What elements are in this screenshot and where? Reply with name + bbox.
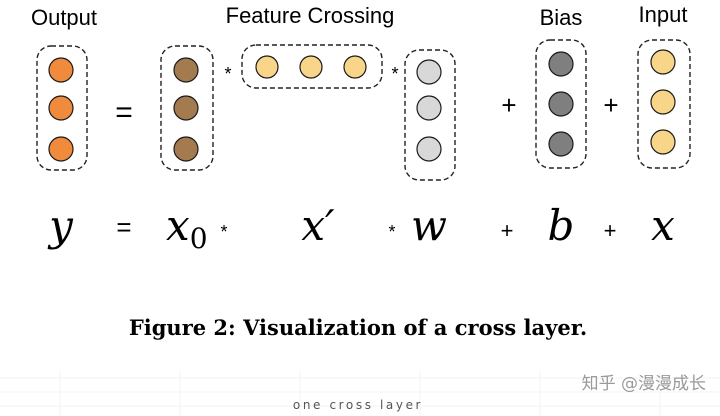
x0-node xyxy=(173,136,199,162)
output-node xyxy=(48,57,74,83)
x0-node xyxy=(173,95,199,121)
w-node xyxy=(416,136,442,162)
equation-y: y xyxy=(47,201,74,250)
equation-times: * xyxy=(388,222,395,242)
feature-crossing-header: Feature Crossing xyxy=(226,3,395,28)
output-node xyxy=(48,136,74,162)
equation-x-prime: x′ xyxy=(301,201,335,250)
output-header: Output xyxy=(31,5,97,30)
equation-b: b xyxy=(548,201,575,250)
x-prime-dashed-box xyxy=(241,44,383,89)
output-vector xyxy=(36,45,88,171)
x0-vector xyxy=(160,45,214,171)
bias-node xyxy=(548,91,574,117)
x-prime-node xyxy=(299,55,323,79)
output-node xyxy=(48,95,74,121)
bias-dashed-box xyxy=(535,39,587,169)
w-node xyxy=(416,95,442,121)
input-vector xyxy=(637,39,691,169)
x0-dashed-box xyxy=(160,45,214,171)
x0-node xyxy=(173,57,199,83)
plus-operator: + xyxy=(603,90,618,120)
x-prime-node xyxy=(255,55,279,79)
zhihu-watermark: 知乎 @漫漫成长 xyxy=(582,374,706,394)
w-dashed-box xyxy=(404,49,456,181)
bias-node xyxy=(548,51,574,77)
input-node xyxy=(650,129,676,155)
equation-x0: x0 xyxy=(166,201,208,255)
bias-header: Bias xyxy=(540,5,583,30)
footer-label: one cross layer xyxy=(293,398,423,412)
equation-x: x xyxy=(651,201,675,250)
input-header: Input xyxy=(639,2,688,27)
equation-plus: + xyxy=(501,218,514,243)
input-node xyxy=(650,89,676,115)
output-dashed-box xyxy=(36,45,88,171)
input-dashed-box xyxy=(637,39,691,169)
times-operator: * xyxy=(391,64,398,84)
w-vector xyxy=(404,49,456,181)
plus-operator: + xyxy=(501,90,516,120)
w-node xyxy=(416,59,442,85)
equation-plus: + xyxy=(604,218,617,243)
figure-caption: Figure 2: Visualization of a cross layer… xyxy=(129,315,587,340)
x-prime-vector xyxy=(241,44,383,89)
bias-node xyxy=(548,131,574,157)
bias-vector xyxy=(535,39,587,169)
equation-equals: = xyxy=(116,212,131,242)
background-grid xyxy=(0,372,720,416)
x-prime-node xyxy=(343,55,367,79)
equation-w: w xyxy=(411,201,447,250)
x0-subscript: 0 xyxy=(190,222,208,255)
equals-operator: = xyxy=(115,96,133,129)
equation-times: * xyxy=(220,222,227,242)
times-operator: * xyxy=(224,64,231,84)
input-node xyxy=(650,49,676,75)
x0-base: x xyxy=(166,201,190,250)
